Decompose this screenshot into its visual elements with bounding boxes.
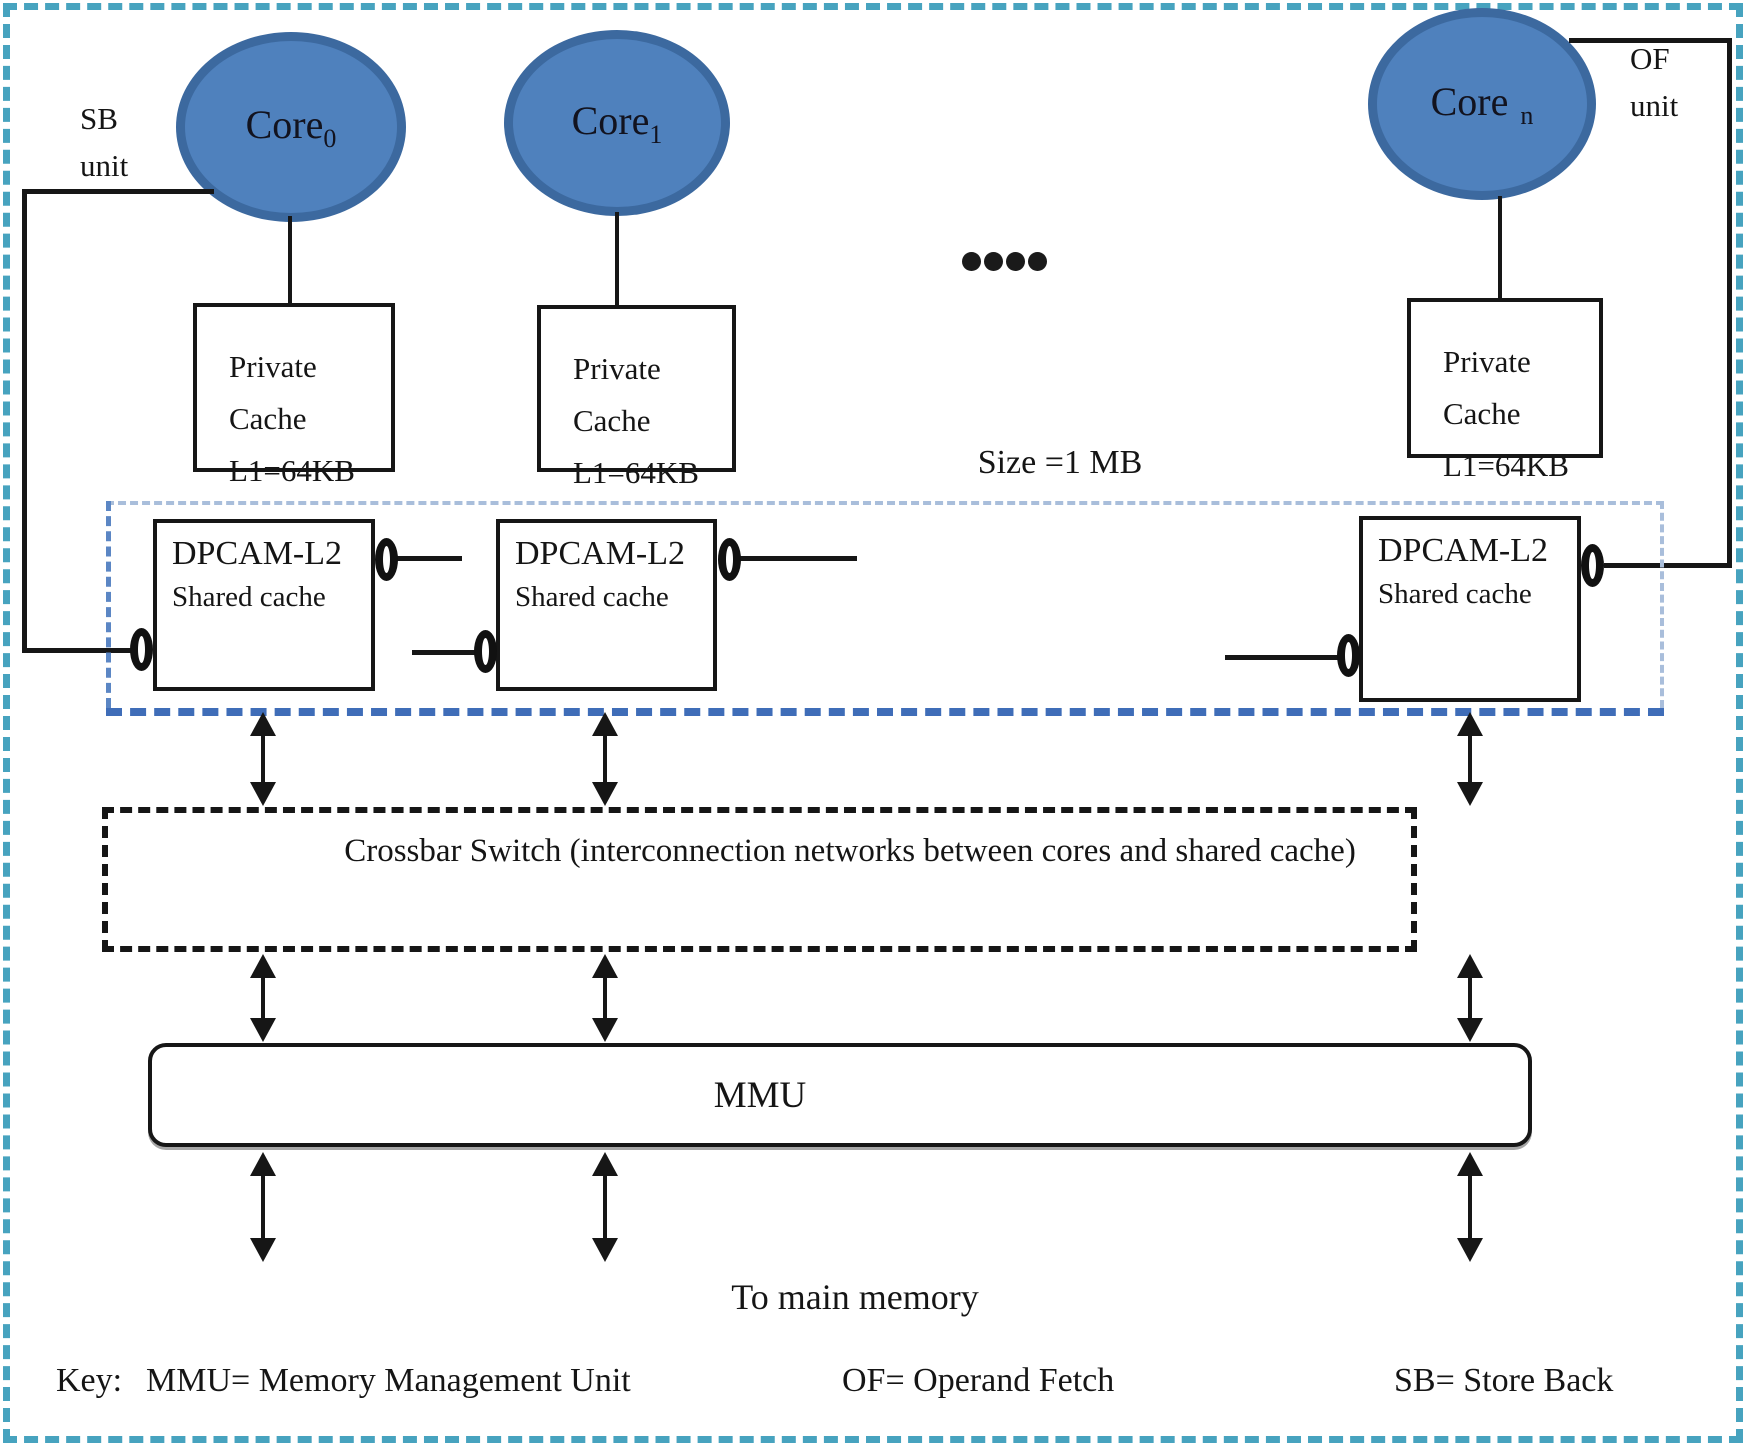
key-prefix: Key: <box>56 1362 123 1399</box>
shared-cache-size-label: Size =1 MB <box>977 444 1143 481</box>
dpcam1-left-port-icon <box>474 630 497 673</box>
double-arrow-icon <box>1457 712 1483 806</box>
sb-line-top <box>22 189 214 194</box>
core1-cache-line <box>615 212 619 307</box>
key-item-sb: SB= Store Back <box>1394 1362 1614 1399</box>
of-unit-label: OF unit <box>1630 36 1678 129</box>
private-cache-line3: L1=64KB <box>229 453 355 489</box>
double-arrow-icon <box>592 712 618 806</box>
of-unit-line2: unit <box>1630 87 1679 123</box>
key-item-of: OF= Operand Fetch <box>842 1362 1115 1399</box>
double-arrow-icon <box>1457 954 1483 1042</box>
dpcamn-right-port-icon <box>1581 544 1604 587</box>
dpcam-title: DPCAM-L2 <box>515 535 686 572</box>
private-cache-line2: Cache <box>1443 396 1521 432</box>
core-1-label: Core1 <box>571 97 663 149</box>
region-border-top <box>106 501 1664 505</box>
private-cache-line2: Cache <box>573 403 651 439</box>
private-cache-line1: Private <box>1443 344 1531 379</box>
region-border-bottom <box>106 700 1664 716</box>
sb-line-to-port <box>22 648 134 653</box>
of-line-to-port <box>1604 563 1732 568</box>
continuation-dots-icon <box>962 252 1047 271</box>
private-cache-line1: Private <box>229 349 317 384</box>
sb-unit-label: SB unit <box>80 96 128 189</box>
dpcam-subtitle: Shared cache <box>1378 578 1532 610</box>
core-0-ellipse: Core0 <box>176 32 406 222</box>
dpcam0-left-port-icon <box>130 628 153 671</box>
dpcam-subtitle: Shared cache <box>515 581 669 613</box>
dpcam-n-box: DPCAM-L2 Shared cache <box>1359 516 1581 702</box>
private-cache-line2: Cache <box>229 401 307 437</box>
private-cache-1-box: Private Cache L1=64KB <box>537 305 736 490</box>
core0-cache-line <box>288 216 292 305</box>
dpcamn-left-port-icon <box>1337 634 1360 677</box>
dpcam0-right-stub-line <box>396 556 462 561</box>
dpcamn-left-stub-line <box>1225 655 1339 660</box>
double-arrow-icon <box>250 712 276 806</box>
dpcam-1-box: DPCAM-L2 Shared cache <box>496 519 717 691</box>
of-unit-line1: OF <box>1630 41 1670 76</box>
sb-line-vertical <box>22 189 27 653</box>
mmu-label: MMU <box>713 1075 807 1116</box>
of-line-vertical <box>1727 38 1732 568</box>
dpcam1-left-stub-line <box>412 650 478 655</box>
double-arrow-icon <box>1457 1152 1483 1262</box>
double-arrow-icon <box>250 954 276 1042</box>
crossbar-switch-box <box>102 807 1417 952</box>
to-main-memory-label: To main memory <box>731 1277 979 1317</box>
of-line-top <box>1569 38 1732 43</box>
region-border-left <box>106 501 111 708</box>
private-cache-line3: L1=64KB <box>1443 448 1569 484</box>
private-cache-line1: Private <box>573 351 661 386</box>
private-cache-line3: L1=64KB <box>573 455 699 491</box>
dpcam-subtitle: Shared cache <box>172 581 326 613</box>
crossbar-switch-label: Crossbar Switch (interconnection network… <box>344 833 1356 869</box>
coren-cache-line <box>1498 196 1502 300</box>
private-cache-n-box: Private Cache L1=64KB <box>1407 298 1603 483</box>
dpcam-0-box: DPCAM-L2 Shared cache <box>153 519 375 691</box>
double-arrow-icon <box>592 954 618 1042</box>
sb-unit-line1: SB <box>80 101 118 136</box>
dpcam0-right-port-icon <box>375 538 398 581</box>
outer-dashed-border <box>3 3 1743 1443</box>
dpcam-title: DPCAM-L2 <box>172 535 343 572</box>
dpcam1-right-port-icon <box>718 538 741 581</box>
private-cache-0-box: Private Cache L1=64KB <box>193 303 395 488</box>
double-arrow-icon <box>250 1152 276 1262</box>
region-border-right <box>1660 501 1664 708</box>
sb-unit-line2: unit <box>80 147 129 183</box>
core-1-ellipse: Core1 <box>504 30 730 216</box>
dpcam1-right-stub-line <box>739 556 857 561</box>
dpcam-title: DPCAM-L2 <box>1378 532 1549 569</box>
mmu-box <box>148 1043 1532 1147</box>
core-0-label: Core0 <box>245 101 337 153</box>
double-arrow-icon <box>592 1152 618 1262</box>
key-item-mmu: MMU= Memory Management Unit <box>146 1362 631 1399</box>
